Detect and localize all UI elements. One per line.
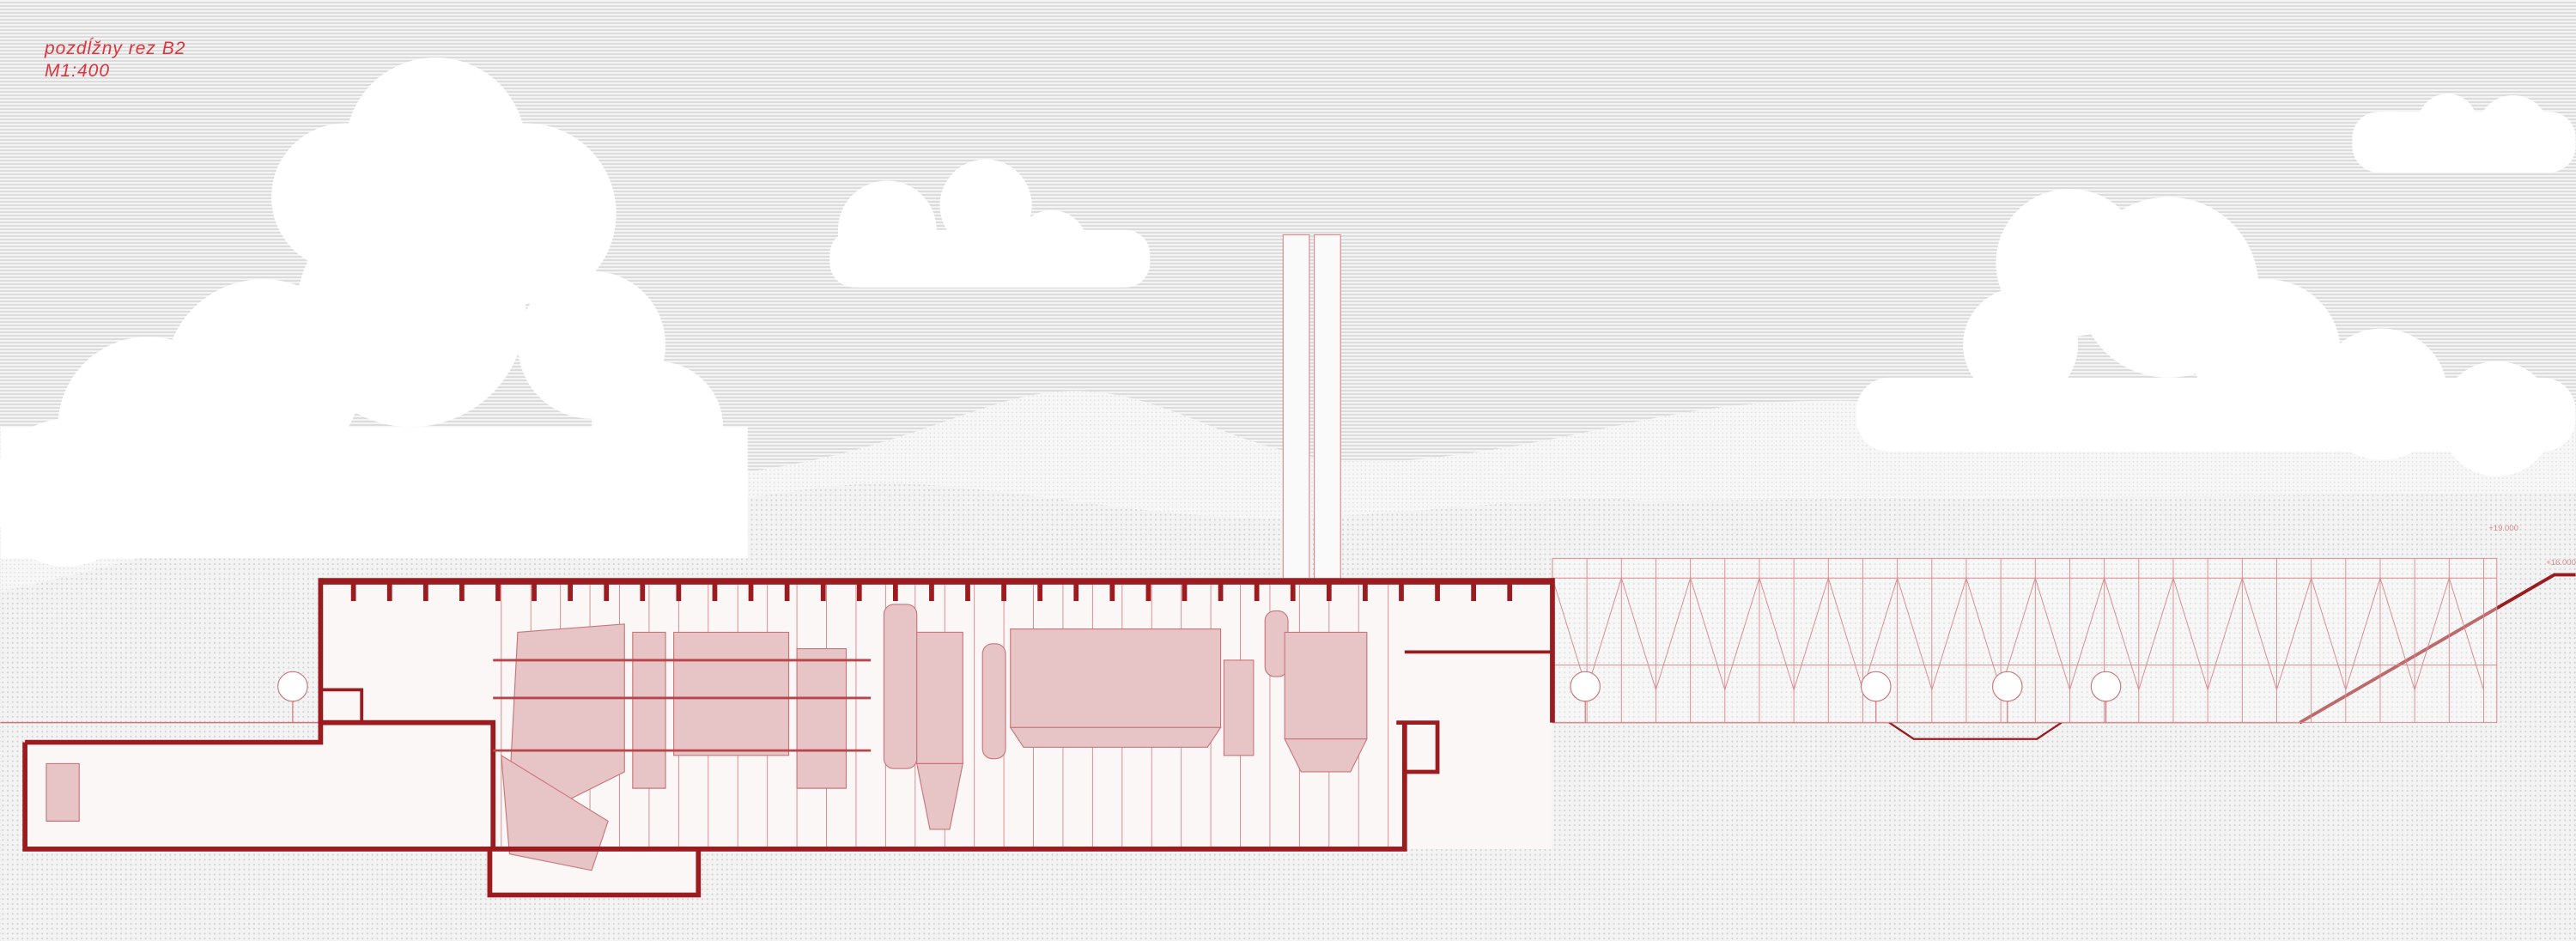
- tree-icon: [2090, 671, 2122, 702]
- tree-icon: [277, 671, 308, 702]
- cloud-left: [0, 57, 748, 567]
- level-label: +16.000: [2546, 558, 2576, 568]
- cloud-top-right: [2352, 94, 2576, 173]
- terrain-slope: [2299, 573, 2576, 725]
- trees: [277, 671, 2122, 723]
- cloud-middle: [829, 159, 1151, 288]
- underground-wing: [25, 738, 494, 849]
- terrain-ditch: [1888, 721, 2063, 740]
- greenhouse-truss: [1552, 576, 2484, 691]
- drawing-title: pozdĺžny rez B2: [45, 39, 186, 58]
- cloud-right: [1856, 188, 2576, 477]
- structure: [22, 578, 1555, 898]
- chimney-stacks: [1282, 234, 1341, 580]
- drawing-scale: M1:400: [45, 61, 111, 81]
- greenhouse: [1552, 557, 2498, 724]
- drawing-title-block: pozdĺžny rez B2 M1:400: [45, 38, 185, 82]
- tree-icon: [1570, 671, 1601, 702]
- tree-icon: [1991, 671, 2023, 702]
- level-label: +19.000: [2488, 524, 2518, 533]
- tree-icon: [1860, 671, 1892, 702]
